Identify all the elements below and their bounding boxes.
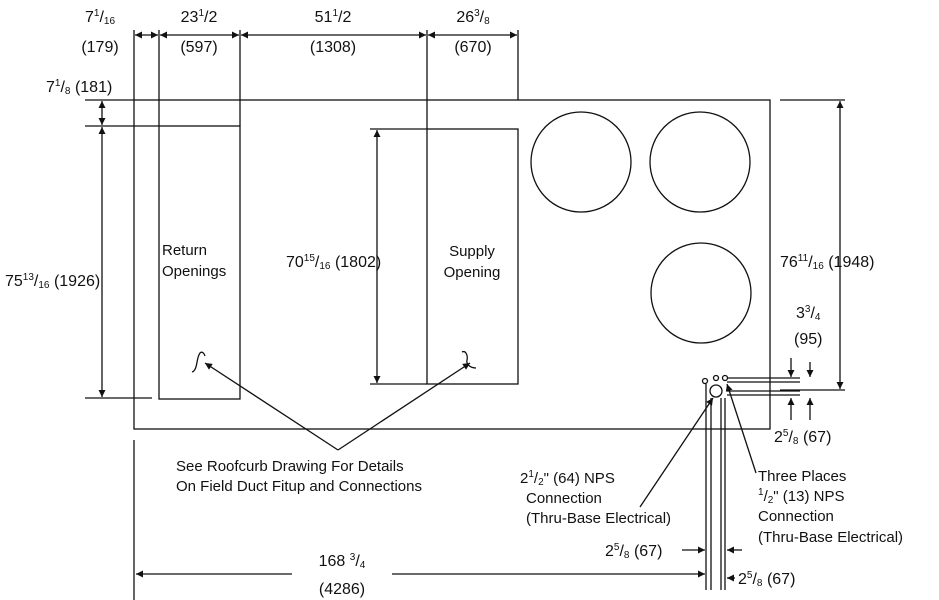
- note-line2: On Field Duct Fitup and Connections: [176, 478, 422, 495]
- break-symbol-supply: [461, 350, 477, 369]
- dim-supply-width-mm: (670): [454, 39, 491, 56]
- dim-gap-width-mm: (1308): [310, 39, 356, 56]
- large-conn-label-line2: Connection: [526, 490, 602, 507]
- dim-top-left-mm: (179): [81, 39, 118, 56]
- supply-opening: [426, 128, 519, 385]
- dim-supply-height: 7015/16 (1802): [286, 253, 381, 272]
- fan-circle-1: [530, 111, 632, 213]
- dim-total-length-mm: (4286): [319, 581, 365, 598]
- connection-tubes: [705, 377, 800, 590]
- note-line1: See Roofcurb Drawing For Details: [176, 458, 404, 475]
- return-label-line1: Return: [162, 242, 207, 259]
- dim-unit-depth: 7611/16 (1948): [780, 253, 874, 272]
- large-connection: [709, 384, 723, 398]
- note-leader-supply: [337, 362, 471, 451]
- dim-top-left: 71/16: [85, 8, 115, 27]
- small-conn-label-line4: (Thru-Base Electrical): [758, 529, 903, 546]
- small-connection-3: [721, 374, 729, 382]
- supply-label-line2: Opening: [444, 264, 501, 281]
- dim-conn-bottom: 25/8 (67): [774, 428, 831, 447]
- dim-supply-width: 263/8: [456, 8, 490, 27]
- small-conn-leader: [725, 383, 757, 474]
- small-connection-2: [712, 374, 720, 382]
- dim-conn-vertical: 33/4: [796, 304, 821, 323]
- large-conn-leader: [639, 397, 714, 508]
- large-conn-label-line1: 21/2" (64) NPS: [520, 469, 615, 488]
- dim-return-height: 7513/16 (1926): [5, 272, 100, 291]
- dim-conn-left: 25/8 (67): [605, 542, 662, 561]
- dim-conn-vertical-mm: (95): [794, 331, 822, 348]
- small-conn-label-line1: Three Places: [758, 468, 846, 485]
- dim-top-offset: 71/8 (181): [46, 78, 112, 97]
- supply-label-line1: Supply: [449, 243, 495, 260]
- small-connection-1: [701, 377, 709, 385]
- note-leader-return: [204, 362, 339, 451]
- return-label-line2: Openings: [162, 263, 226, 280]
- large-conn-label-line3: (Thru-Base Electrical): [526, 510, 671, 527]
- return-opening: [158, 125, 241, 400]
- dim-conn-right: 25/8 (67): [738, 570, 795, 589]
- small-conn-label-line3: Connection: [758, 508, 834, 525]
- break-symbol-return: [191, 351, 206, 373]
- fan-circle-3: [650, 242, 752, 344]
- unit-outline: [133, 99, 771, 430]
- fan-circle-2: [649, 111, 751, 213]
- dim-return-width-mm: (597): [180, 39, 217, 56]
- dim-total-length: 168 3/4: [319, 552, 366, 571]
- dim-return-width: 231/2: [181, 8, 218, 26]
- small-conn-label-line2: 1/2" (13) NPS: [758, 487, 844, 506]
- extension-lines: [85, 30, 845, 600]
- dim-gap-width: 511/2: [315, 8, 352, 26]
